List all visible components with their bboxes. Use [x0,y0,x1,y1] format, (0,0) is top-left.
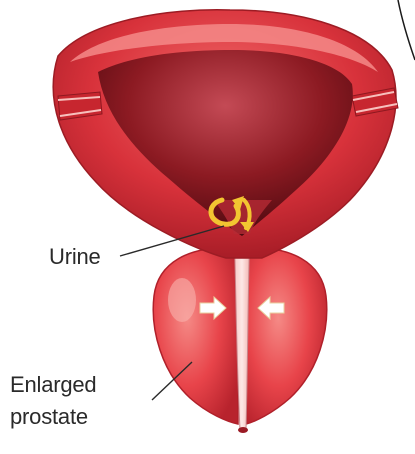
urethra-opening [238,427,248,433]
frame-edge [398,0,415,60]
prostate-highlight [168,278,196,322]
prostate-right-lobe [246,248,327,424]
enlarged-prostate-label-line1: Enlarged [10,372,96,398]
urine-label: Urine [49,244,101,270]
prostate-left-lobe [153,248,238,424]
enlarged-prostate-label-line2: prostate [10,404,88,430]
